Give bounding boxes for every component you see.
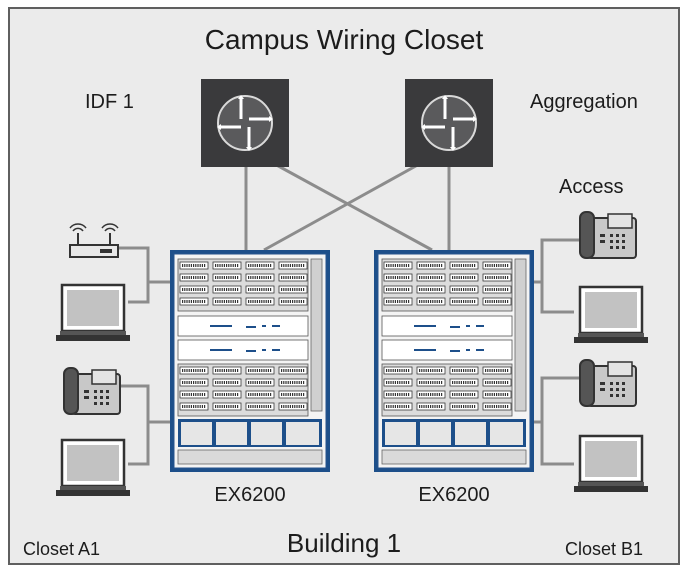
connection-lines [118, 160, 580, 466]
aggregation-label: Aggregation [530, 91, 638, 113]
closet-b-label: Closet B1 [565, 539, 644, 559]
ip-phone-icon [579, 359, 637, 407]
ex6200-switch-a [170, 250, 330, 472]
ex6200-switch-b [374, 250, 534, 472]
idf-label: IDF 1 [85, 91, 134, 113]
router-icon [200, 78, 290, 168]
laptop-icon [572, 285, 650, 345]
switch-a-label: EX6200 [214, 484, 286, 506]
switch-b-label: EX6200 [418, 484, 490, 506]
building-label: Building 1 [286, 528, 402, 558]
access-label: Access [559, 176, 624, 198]
closet-a-label: Closet A1 [23, 539, 101, 559]
router-icon [404, 78, 494, 168]
ip-phone-icon [579, 211, 637, 259]
laptop-icon [572, 434, 650, 494]
ip-phone-icon [63, 367, 121, 415]
laptop-icon [54, 438, 132, 498]
diagram-title: Campus Wiring Closet [204, 24, 484, 55]
laptop-icon [54, 283, 132, 343]
